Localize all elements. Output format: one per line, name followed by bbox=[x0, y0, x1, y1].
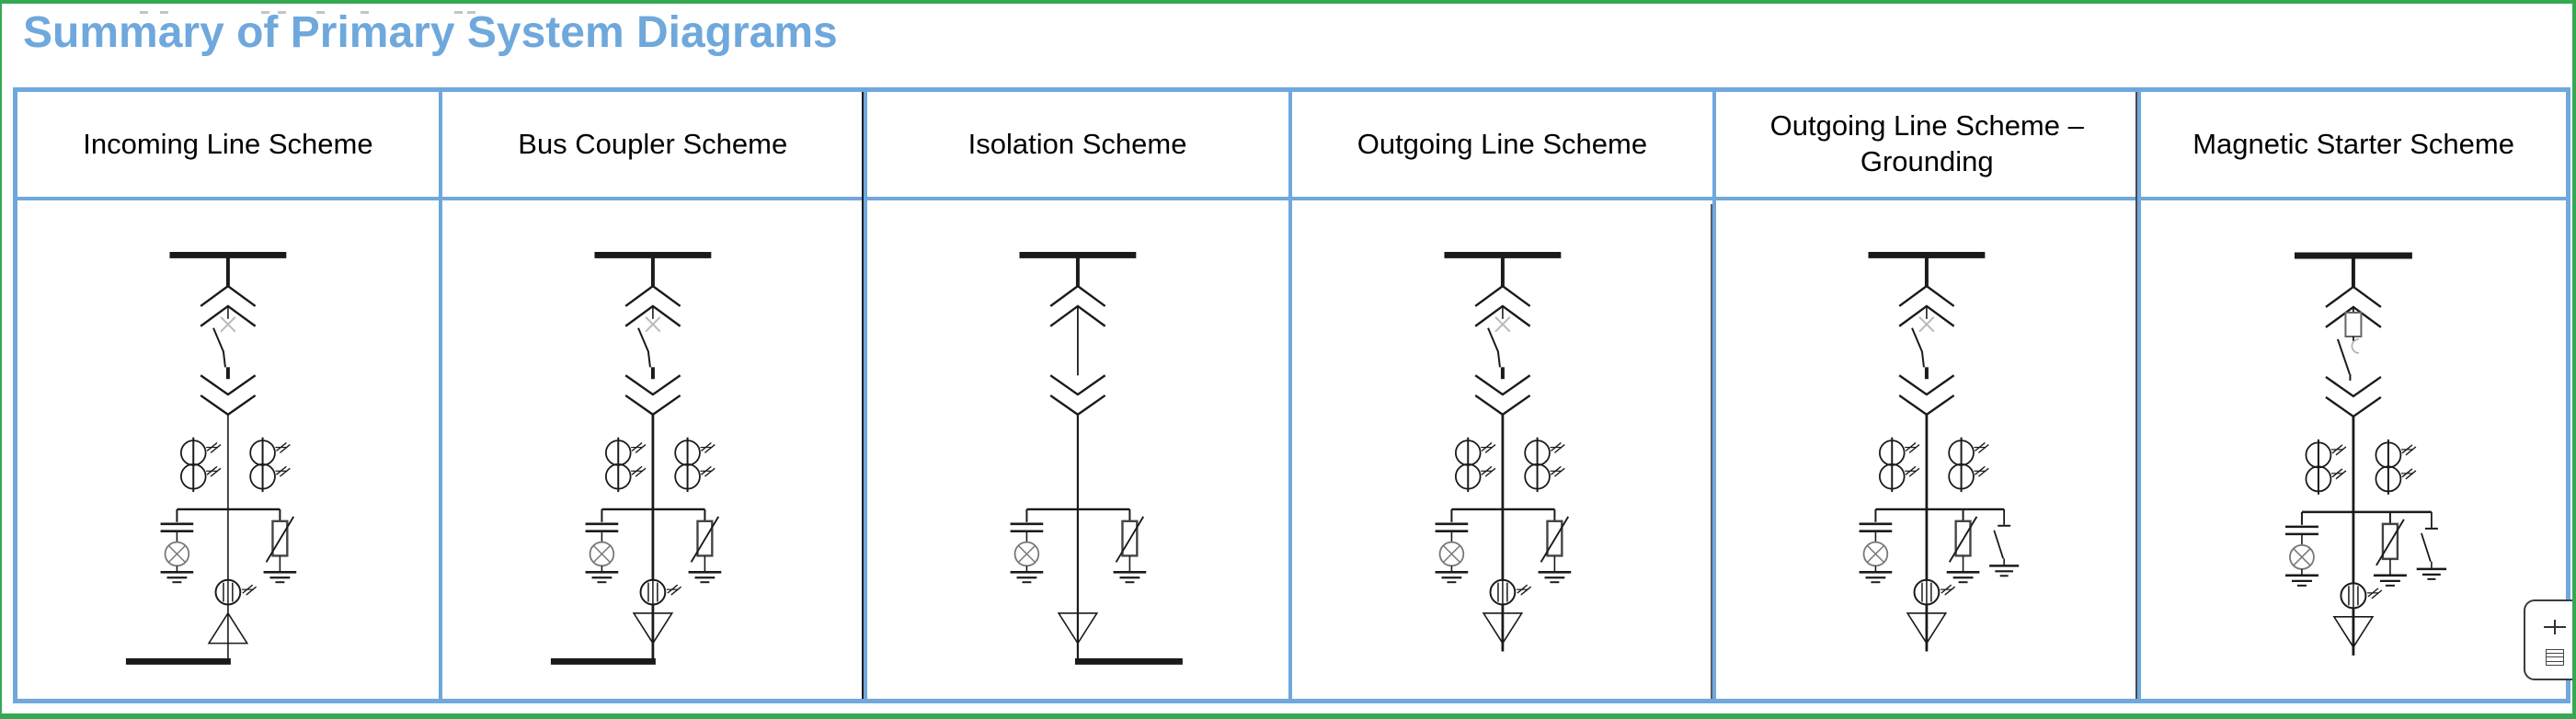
single-line-diagram-incoming bbox=[125, 251, 297, 665]
header-cell-magnetic-starter: Magnetic Starter Scheme bbox=[2141, 92, 2566, 200]
frame-seam-line bbox=[2135, 92, 2138, 699]
header-label: Magnetic Starter Scheme bbox=[2192, 127, 2514, 160]
frame-border-right bbox=[2572, 0, 2576, 719]
artifact-dash bbox=[361, 11, 369, 14]
artifact-dash bbox=[140, 11, 148, 14]
artifact-dash bbox=[454, 11, 463, 14]
header-label: Isolation Scheme bbox=[967, 127, 1187, 160]
header-cell-outgoing-line: Outgoing Line Scheme bbox=[1291, 92, 1717, 200]
frame-border-left bbox=[0, 0, 2, 719]
floating-zoom-control[interactable] bbox=[2524, 599, 2576, 680]
diagram-cell-bus-coupler bbox=[442, 200, 867, 699]
header-cell-outgoing-grounding: Outgoing Line Scheme – Grounding bbox=[1716, 92, 2142, 200]
artifact-dash bbox=[278, 11, 286, 14]
header-cell-bus-coupler: Bus Coupler Scheme bbox=[441, 92, 867, 200]
single-line-diagram-isolation bbox=[1010, 251, 1183, 665]
diagram-cell-incoming-line bbox=[17, 200, 442, 699]
plus-icon[interactable] bbox=[2544, 620, 2566, 634]
frame-border-bottom bbox=[0, 713, 2576, 719]
header-label: Bus Coupler Scheme bbox=[518, 127, 788, 160]
diagram-cell-outgoing-line bbox=[1292, 200, 1717, 699]
artifact-dash bbox=[261, 11, 269, 14]
header-label: Outgoing Line Scheme – Grounding bbox=[1769, 109, 2084, 177]
grid-icon[interactable] bbox=[2546, 649, 2564, 666]
frame-seam-line bbox=[1711, 204, 1713, 699]
artifact-dash bbox=[316, 11, 325, 14]
diagram-cell-isolation bbox=[867, 200, 1292, 699]
single-line-diagram-bus-coupler bbox=[550, 251, 722, 665]
frame-seam-line bbox=[861, 92, 864, 699]
page-title: Summary of Primary System Diagrams bbox=[23, 8, 838, 57]
header-label: Outgoing Line Scheme bbox=[1357, 127, 1648, 160]
diagram-cell-outgoing-grounding bbox=[1716, 200, 2142, 699]
artifact-dash bbox=[160, 11, 168, 14]
schemes-table: Incoming Line Scheme Bus Coupler Scheme … bbox=[13, 87, 2570, 703]
header-cell-isolation: Isolation Scheme bbox=[866, 92, 1292, 200]
single-line-diagram-outgoing-grounding bbox=[1859, 251, 2020, 652]
header-cell-incoming-line: Incoming Line Scheme bbox=[17, 92, 442, 200]
single-line-diagram-magnetic-starter bbox=[2285, 252, 2447, 656]
artifact-dash bbox=[467, 11, 475, 14]
single-line-diagram-outgoing bbox=[1435, 251, 1571, 652]
frame-border-top bbox=[0, 0, 2576, 4]
diagram-cell-magnetic-starter bbox=[2141, 200, 2566, 699]
header-label: Incoming Line Scheme bbox=[83, 127, 373, 160]
